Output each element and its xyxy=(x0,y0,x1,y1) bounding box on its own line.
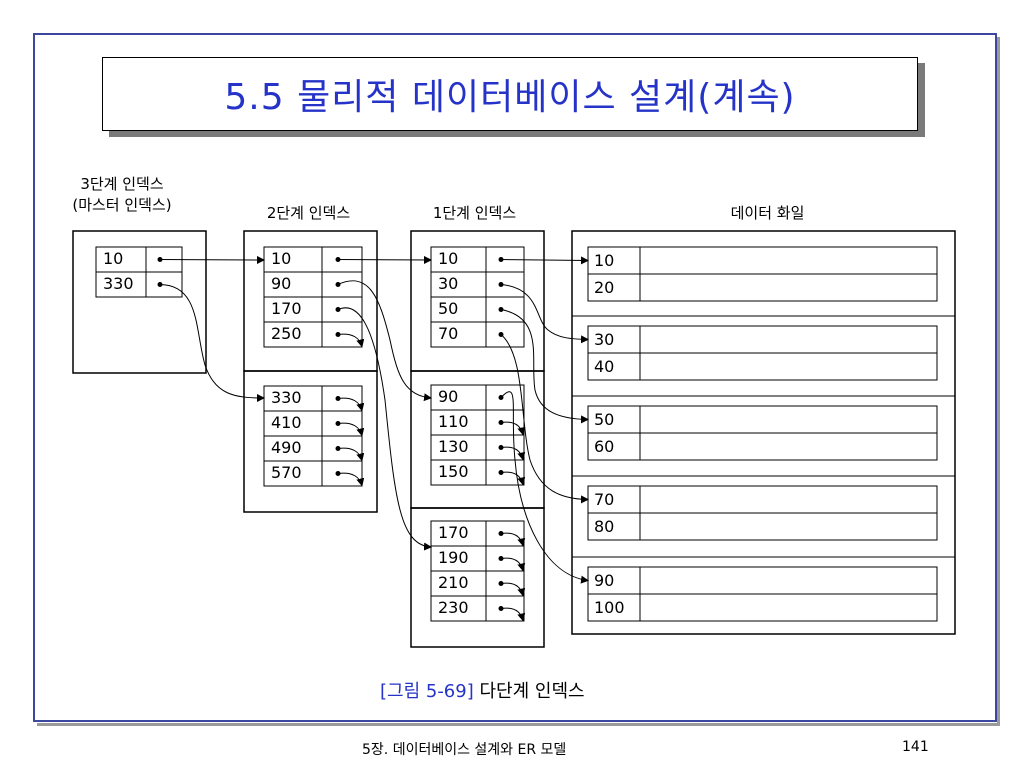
pointer-level1-to-data xyxy=(500,391,589,584)
level3-block xyxy=(72,230,207,374)
caption-label: [그림 5-69] xyxy=(380,681,474,702)
pointer-level1-to-data xyxy=(500,256,589,265)
slide-title: 5.5 물리적 데이터베이스 설계(계속) xyxy=(224,77,796,118)
pointer-dangling xyxy=(500,532,526,547)
level2-block-0-key: 10 xyxy=(271,249,292,268)
level3-key: 10 xyxy=(103,249,124,268)
data-record-key: 90 xyxy=(594,571,615,590)
slide-shadow-bottom xyxy=(37,723,1000,726)
slide-frame xyxy=(33,33,997,722)
level1-block-1-key: 150 xyxy=(438,462,469,481)
pointer-dangling xyxy=(500,607,526,622)
level1-block-2 xyxy=(410,507,545,648)
data-record-key: 20 xyxy=(594,278,615,297)
footer-chapter: 5장. 데이터베이스 설계와 ER 모델 xyxy=(362,742,567,758)
figure-caption: [그림 5-69] 다단계 인덱스 xyxy=(380,677,585,703)
title-box: 5.5 물리적 데이터베이스 설계(계속) xyxy=(102,57,918,131)
data-record-key: 100 xyxy=(594,598,625,617)
pointer-dangling xyxy=(337,422,365,437)
level2-block-1-key: 410 xyxy=(271,413,302,432)
pointer-dangling xyxy=(500,582,526,597)
data-record-key: 70 xyxy=(594,490,615,509)
pointer-level3-to-level2 xyxy=(159,284,265,402)
pointer-level1-to-data xyxy=(500,284,589,344)
pointer-dangling xyxy=(337,333,365,348)
level2-block-0-key: 250 xyxy=(271,324,302,343)
level2-block-0-key: 90 xyxy=(271,274,292,293)
level1-block-1-key: 110 xyxy=(438,412,469,431)
page-number: 141 xyxy=(902,739,929,755)
pointer-dangling xyxy=(500,471,526,486)
pointer-dangling xyxy=(337,472,365,487)
pointer-level1-to-data xyxy=(500,334,589,504)
data-record-key: 60 xyxy=(594,437,615,456)
header-level1: 1단계 인덱스 xyxy=(432,204,517,222)
pointer-level2-to-level1 xyxy=(337,255,432,264)
level1-block-0-key: 70 xyxy=(438,324,459,343)
pointer-level1-to-data xyxy=(500,309,589,424)
level1-block-2-key: 230 xyxy=(438,598,469,617)
header-data-file: 데이터 화일 xyxy=(730,204,805,222)
slide-shadow-right xyxy=(997,37,1000,726)
data-record-key: 30 xyxy=(594,330,615,349)
level1-block-0-key: 30 xyxy=(438,274,459,293)
data-record-key: 80 xyxy=(594,517,615,536)
level2-block-1 xyxy=(243,370,378,513)
pointer-dangling xyxy=(500,421,526,436)
level2-block-1-key: 490 xyxy=(271,438,302,457)
header-level2: 2단계 인덱스 xyxy=(266,204,351,222)
level1-block-1-key: 130 xyxy=(438,437,469,456)
data-record-key: 50 xyxy=(594,410,615,429)
level2-block-1-key: 570 xyxy=(271,463,302,482)
data-record-key: 10 xyxy=(594,251,615,270)
pointer-dangling xyxy=(337,397,365,412)
pointer-level3-to-level2 xyxy=(159,255,265,264)
data-record-key: 40 xyxy=(594,357,615,376)
level1-block-0-key: 10 xyxy=(438,249,459,268)
level1-block-2-key: 190 xyxy=(438,548,469,567)
pointer-dangling xyxy=(337,447,365,462)
level2-block-0-key: 170 xyxy=(271,299,302,318)
level1-block-2-key: 210 xyxy=(438,573,469,592)
level1-block-0-key: 50 xyxy=(438,299,459,318)
pointer-level2-to-level1 xyxy=(337,307,432,551)
level1-block-1-key: 90 xyxy=(438,387,459,406)
pointer-level2-to-level1 xyxy=(337,280,432,402)
header-level3-line2: (마스터 인덱스) xyxy=(72,196,172,214)
level3-key: 330 xyxy=(103,274,134,293)
caption-text: 다단계 인덱스 xyxy=(479,681,585,702)
header-level3-line1: 3단계 인덱스 xyxy=(80,175,164,193)
data-file-frame xyxy=(571,230,956,635)
level2-block-1-key: 330 xyxy=(271,388,302,407)
pointer-dangling xyxy=(500,557,526,572)
level1-block-2-key: 170 xyxy=(438,523,469,542)
pointer-dangling xyxy=(500,446,526,461)
